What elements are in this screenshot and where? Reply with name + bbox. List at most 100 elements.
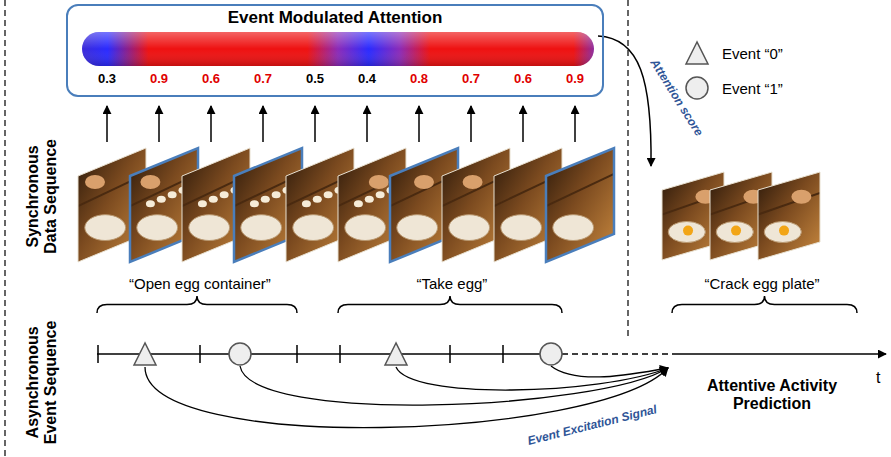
- egg: [324, 191, 333, 198]
- video-frame: [758, 172, 820, 260]
- frame-background: [758, 172, 820, 260]
- plate: [137, 215, 178, 241]
- attention-bar: [82, 32, 594, 66]
- egg: [157, 196, 166, 203]
- attention-score-arrow: [598, 36, 651, 166]
- time-tick: [97, 345, 99, 363]
- frame-background: [546, 148, 614, 262]
- hand: [463, 175, 483, 189]
- hand: [369, 175, 389, 189]
- egg: [302, 200, 311, 207]
- up-arrow: [314, 106, 316, 142]
- brace: [97, 296, 297, 313]
- attention-score-value: 0.5: [306, 72, 324, 87]
- plate: [501, 215, 542, 241]
- up-arrow: [470, 106, 472, 142]
- axis-label: t: [876, 369, 880, 387]
- plate: [293, 215, 334, 241]
- egg: [272, 191, 281, 198]
- egg: [365, 196, 374, 203]
- egg: [354, 200, 363, 207]
- egg: [313, 196, 322, 203]
- time-tick: [199, 345, 201, 363]
- up-arrow: [262, 106, 264, 142]
- arrow-label: Event Excitation Signal: [526, 403, 658, 448]
- attention-bar-shade: [82, 32, 594, 66]
- event-circle: [540, 343, 562, 365]
- plate: [241, 215, 282, 241]
- panel-title: Event Modulated Attention: [68, 6, 602, 28]
- up-arrow: [106, 106, 108, 142]
- up-arrow: [574, 106, 576, 142]
- up-arrow: [418, 106, 420, 142]
- table-edge: [546, 174, 614, 206]
- time-tick: [449, 345, 451, 363]
- legend-text: Event “0”: [722, 45, 783, 62]
- hand: [140, 175, 160, 189]
- event-circle: [229, 343, 251, 365]
- egg-yolk: [683, 226, 693, 236]
- egg: [198, 200, 207, 207]
- attention-score-value: 0.8: [410, 72, 428, 87]
- excitation-curve: [551, 366, 668, 377]
- legend-circle: [686, 77, 708, 99]
- egg: [209, 196, 218, 203]
- time-axis: [672, 353, 886, 355]
- attention-score-value: 0.9: [566, 72, 584, 87]
- attention-score-value: 0.3: [98, 72, 116, 87]
- time-tick: [296, 345, 298, 363]
- plate: [345, 215, 386, 241]
- egg: [168, 191, 177, 198]
- plate: [189, 215, 230, 241]
- up-arrow: [366, 106, 368, 142]
- time-axis-dashed: [562, 353, 672, 355]
- hand: [791, 190, 811, 204]
- legend-swatch: [684, 75, 710, 101]
- egg: [220, 191, 229, 198]
- time-tick: [502, 345, 504, 363]
- row-label: Asynchronous Event Sequence: [24, 307, 61, 457]
- excitation-curve: [396, 367, 668, 390]
- hand: [414, 175, 434, 189]
- activity-label: “Open egg container”: [129, 275, 271, 292]
- egg-yolk: [731, 226, 741, 236]
- activity-label: “Take egg”: [417, 275, 488, 292]
- legend-triangle: [686, 42, 708, 64]
- plate: [553, 215, 594, 241]
- video-frame: [546, 148, 614, 262]
- egg: [376, 191, 385, 198]
- egg: [146, 200, 155, 207]
- egg-yolk: [779, 226, 789, 236]
- attention-score-value: 0.7: [254, 72, 272, 87]
- plate: [449, 215, 490, 241]
- activity-label: “Crack egg plate”: [705, 275, 820, 292]
- attention-score-value: 0.6: [514, 72, 532, 87]
- frame-border: [546, 148, 614, 262]
- legend-item: Event “0”: [684, 40, 783, 66]
- row-label: Synchronous Data Sequence: [24, 131, 61, 261]
- attention-score-value: 0.6: [202, 72, 220, 87]
- legend-swatch: [684, 40, 710, 66]
- plate: [85, 215, 126, 241]
- excitation-curve: [240, 366, 668, 405]
- brace: [338, 296, 562, 313]
- plate: [668, 222, 705, 243]
- legend-text: Event “1”: [722, 80, 783, 97]
- attention-score-value: 0.7: [462, 72, 480, 87]
- event-triangle: [134, 343, 156, 365]
- frame-border: [758, 172, 820, 260]
- up-arrow: [522, 106, 524, 142]
- prediction-label: Attentive Activity Prediction: [672, 377, 872, 414]
- plate: [764, 222, 801, 243]
- egg: [261, 196, 270, 203]
- time-axis: [97, 353, 562, 355]
- divider-line: [627, 0, 629, 340]
- legend-item: Event “1”: [684, 75, 783, 101]
- brace: [672, 296, 857, 313]
- up-arrow: [210, 106, 212, 142]
- event-triangle: [385, 343, 407, 365]
- up-arrow: [158, 106, 160, 142]
- attention-score-value: 0.4: [358, 72, 376, 87]
- hand: [85, 175, 105, 189]
- plate: [716, 222, 753, 243]
